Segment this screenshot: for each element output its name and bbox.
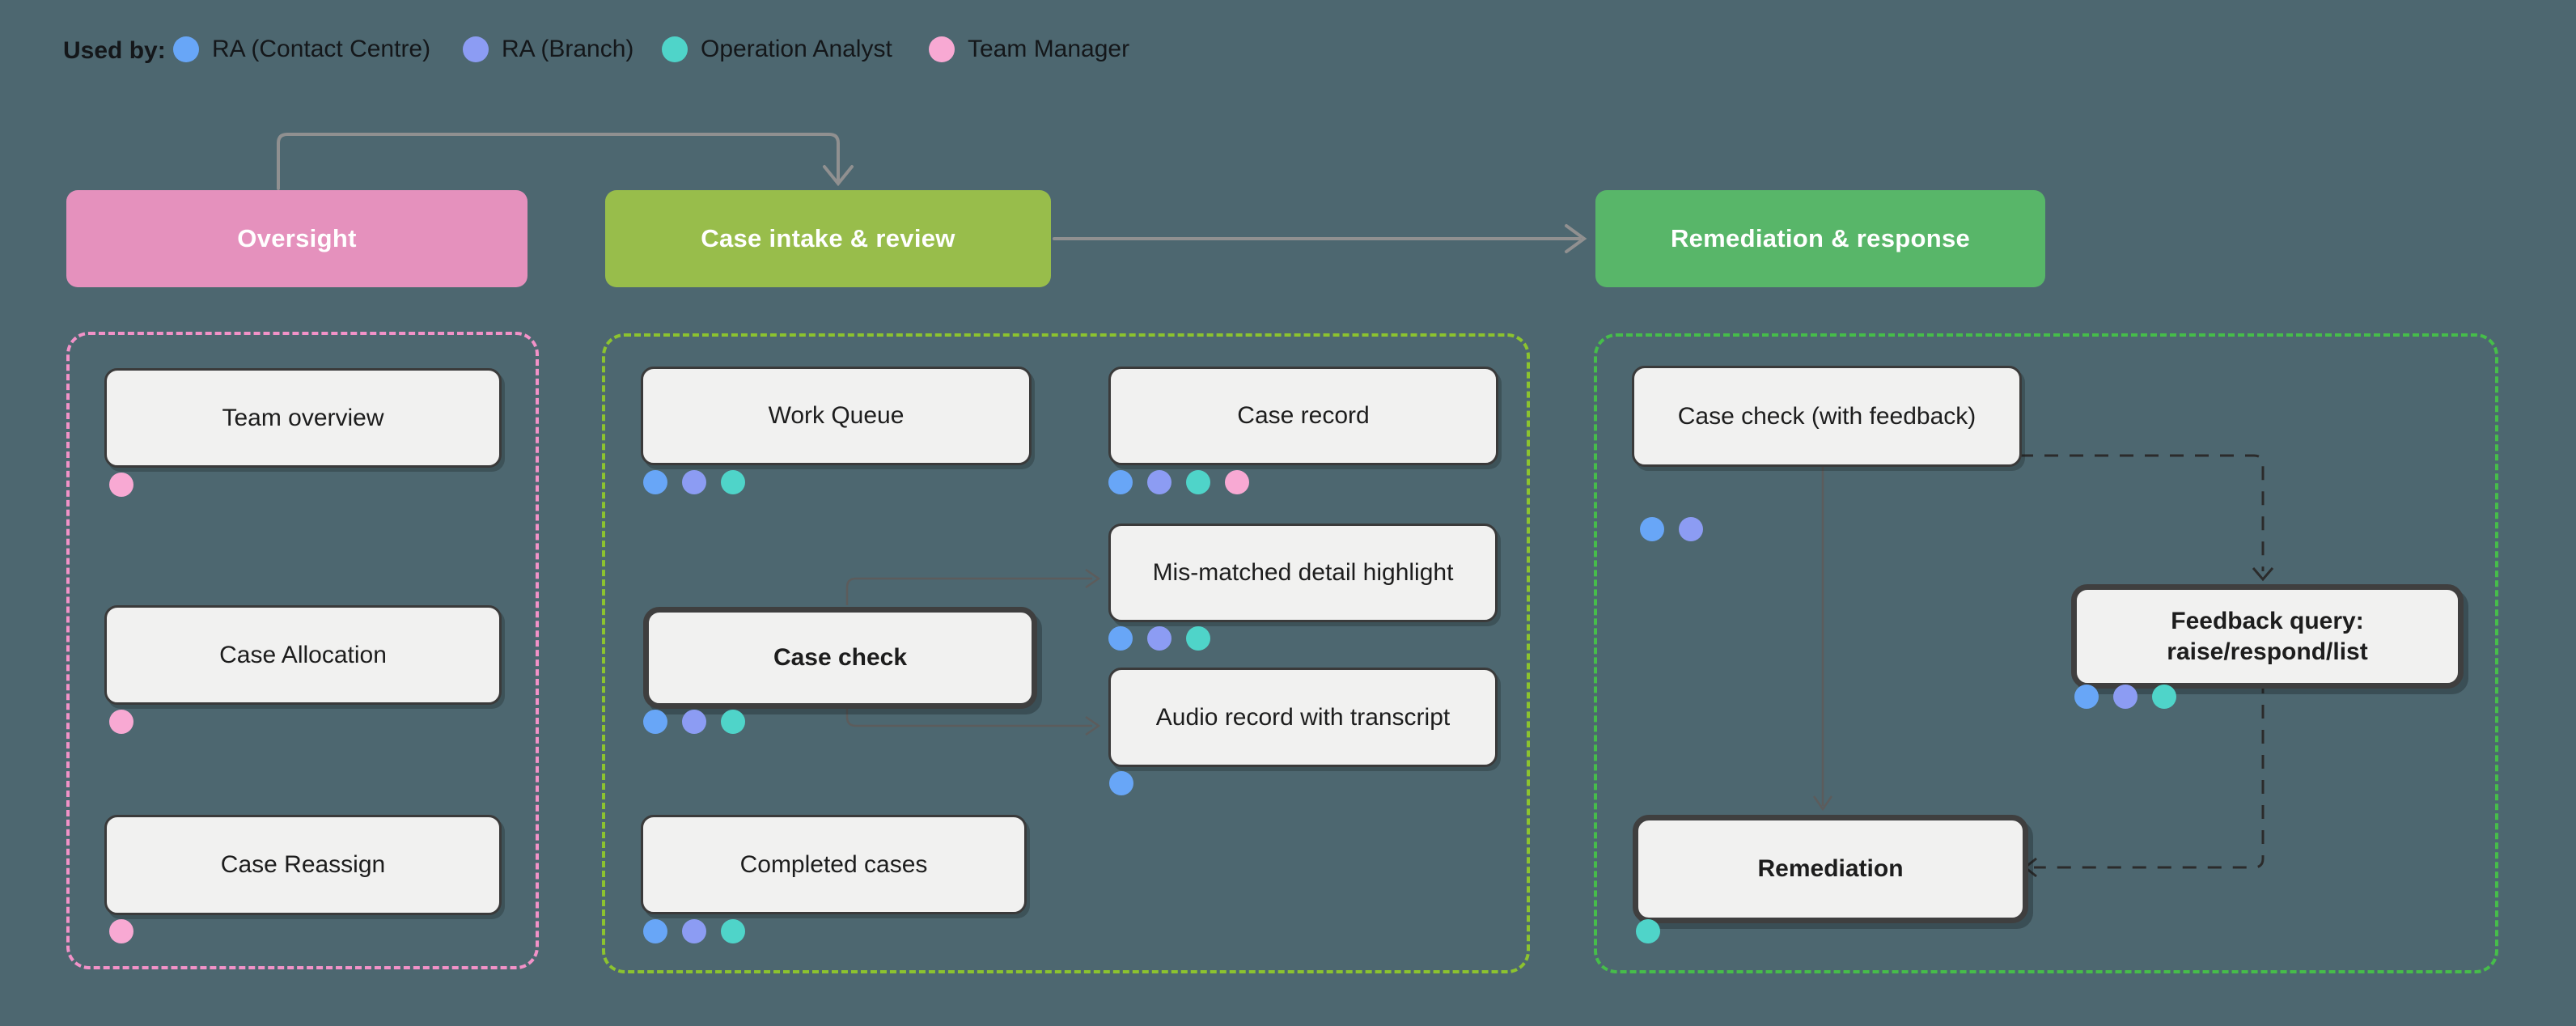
ra-contact-centre-dot xyxy=(643,710,667,734)
phase-header-case-intake-review: Case intake & review xyxy=(605,190,1051,287)
operation-analyst-dot xyxy=(2152,685,2176,709)
team-manager-dot xyxy=(109,710,133,734)
remediation-roles xyxy=(1636,919,1660,943)
section-oversight-group xyxy=(66,332,539,969)
phase-header-label: Case intake & review xyxy=(701,224,955,252)
node-label: Completed cases xyxy=(739,850,928,878)
node-label: Feedback query: raise/respond/list xyxy=(2167,608,2368,665)
node-case-record: Case record xyxy=(1108,367,1498,465)
ra-contact-centre-dot xyxy=(1108,470,1133,494)
legend-item-label: Operation Analyst xyxy=(701,36,892,62)
legend-title: Used by: xyxy=(63,37,166,64)
node-mis-matched-detail-highlight: Mis-matched detail highlight xyxy=(1108,524,1498,622)
ra-branch-dot xyxy=(1147,470,1171,494)
section-case-intake-review-group xyxy=(602,333,1530,973)
section-remediation-response-group xyxy=(1594,333,2498,973)
case-check-with-feedback-roles xyxy=(1640,517,1703,541)
operation-analyst-dot xyxy=(721,919,745,943)
node-team-overview: Team overview xyxy=(104,368,502,468)
node-case-reassign: Case Reassign xyxy=(104,815,502,915)
case-allocation-roles xyxy=(109,710,133,734)
ra-contact-centre-dot xyxy=(2074,685,2099,709)
legend: Used by: RA (Contact Centre) RA (Branch)… xyxy=(0,36,2576,68)
arrow-intake-to-remediation xyxy=(1053,224,1587,253)
ra-branch-dot xyxy=(682,710,706,734)
node-label: Mis-matched detail highlight xyxy=(1152,559,1454,587)
ra-branch-dot xyxy=(2113,685,2137,709)
ra-contact-centre-dot xyxy=(1640,517,1664,541)
phase-header-label: Oversight xyxy=(237,224,357,252)
audio-record-roles xyxy=(1109,771,1133,795)
node-label: Case check (with feedback) xyxy=(1677,402,1976,430)
work-queue-roles xyxy=(643,470,745,494)
node-label: Audio record with transcript xyxy=(1155,703,1451,731)
ra-contact-centre-dot xyxy=(643,919,667,943)
node-case-check-with-feedback: Case check (with feedback) xyxy=(1632,366,2022,467)
team-overview-roles xyxy=(109,473,133,497)
arrow-oversight-to-intake xyxy=(277,133,854,190)
node-case-allocation: Case Allocation xyxy=(104,605,502,705)
node-label: Remediation xyxy=(1757,855,1904,883)
ra-branch-dot xyxy=(463,36,489,62)
node-case-check: Case check xyxy=(643,607,1037,709)
node-completed-cases: Completed cases xyxy=(641,815,1027,914)
node-label: Case Reassign xyxy=(220,851,386,879)
legend-item-ra-contact-centre: RA (Contact Centre) xyxy=(173,36,430,63)
operation-analyst-dot xyxy=(721,710,745,734)
node-feedback-query: Feedback query: raise/respond/list xyxy=(2071,584,2464,689)
case-record-roles xyxy=(1108,470,1249,494)
legend-item-team-manager: Team Manager xyxy=(929,36,1129,63)
ra-contact-centre-dot xyxy=(1108,626,1133,651)
team-manager-dot xyxy=(1225,470,1249,494)
team-manager-dot xyxy=(109,919,133,943)
node-work-queue: Work Queue xyxy=(641,367,1032,465)
phase-header-label: Remediation & response xyxy=(1670,224,1971,252)
node-label: Work Queue xyxy=(768,402,905,430)
operation-analyst-dot xyxy=(1636,919,1660,943)
legend-item-label: RA (Contact Centre) xyxy=(212,36,431,62)
ra-branch-dot xyxy=(682,919,706,943)
case-reassign-roles xyxy=(109,919,133,943)
operation-analyst-dot xyxy=(1186,470,1210,494)
team-manager-dot xyxy=(929,36,955,62)
node-audio-record-with-transcript: Audio record with transcript xyxy=(1108,668,1498,767)
case-check-roles xyxy=(643,710,745,734)
completed-cases-roles xyxy=(643,919,745,943)
phase-header-oversight: Oversight xyxy=(66,190,527,287)
legend-item-label: RA (Branch) xyxy=(502,36,634,62)
node-label: Case record xyxy=(1237,402,1370,430)
mis-matched-roles xyxy=(1108,626,1210,651)
phase-header-remediation-response: Remediation & response xyxy=(1595,190,2045,287)
node-label: Case check xyxy=(773,644,908,672)
ra-contact-centre-dot xyxy=(643,470,667,494)
legend-item-operation-analyst: Operation Analyst xyxy=(662,36,892,63)
legend-item-label: Team Manager xyxy=(968,36,1130,62)
legend-item-ra-branch: RA (Branch) xyxy=(463,36,633,63)
feedback-query-roles xyxy=(2074,685,2176,709)
ra-contact-centre-dot xyxy=(173,36,199,62)
team-manager-dot xyxy=(109,473,133,497)
ra-branch-dot xyxy=(1147,626,1171,651)
operation-analyst-dot xyxy=(662,36,688,62)
ra-branch-dot xyxy=(682,470,706,494)
node-label: Case Allocation xyxy=(219,641,387,668)
node-label: Team overview xyxy=(222,404,384,431)
ra-branch-dot xyxy=(1679,517,1703,541)
operation-analyst-dot xyxy=(721,470,745,494)
ra-contact-centre-dot xyxy=(1109,771,1133,795)
operation-analyst-dot xyxy=(1186,626,1210,651)
node-remediation: Remediation xyxy=(1633,815,2028,923)
